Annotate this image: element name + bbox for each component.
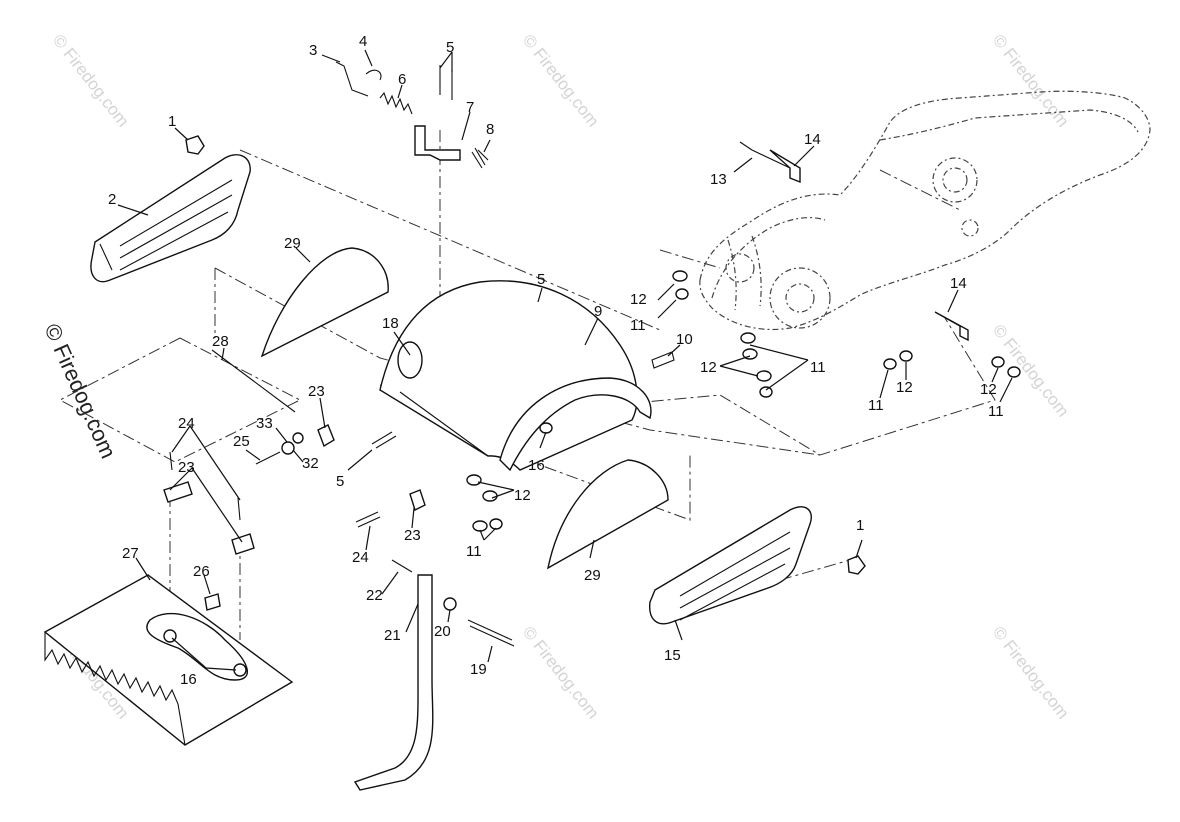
callout-5: 5 <box>537 271 545 288</box>
callout-7: 7 <box>466 99 474 116</box>
bracket-part-7 <box>414 125 461 161</box>
bolt-part-24 <box>169 451 173 471</box>
rod-part-28 <box>211 349 296 413</box>
callout-4: 4 <box>359 33 367 50</box>
shield-part-29 <box>260 247 389 358</box>
callout-18: 18 <box>382 315 399 332</box>
callout-9: 9 <box>594 303 602 320</box>
bolt-part-10 <box>651 351 675 369</box>
callout-29: 29 <box>584 567 601 584</box>
callout-14: 14 <box>804 131 821 148</box>
callout-12: 12 <box>700 359 717 376</box>
bolts-part-5 <box>439 65 453 100</box>
callout-14: 14 <box>950 275 967 292</box>
control-linkage <box>335 61 489 169</box>
callout-3: 3 <box>309 42 317 59</box>
callout-1: 1 <box>168 113 176 130</box>
callout-11: 11 <box>810 359 826 376</box>
callout-5: 5 <box>446 39 454 56</box>
bolt-part-13 <box>739 141 791 169</box>
callout-5: 5 <box>336 473 344 490</box>
callout-20: 20 <box>434 623 451 640</box>
bracket-part-14 <box>934 311 969 342</box>
callout-26: 26 <box>193 563 210 580</box>
callout-12: 12 <box>896 379 913 396</box>
callout-10: 10 <box>676 331 693 348</box>
callout-11: 11 <box>868 397 884 414</box>
clip-part-23 <box>231 533 255 555</box>
nut-part-1 <box>847 555 866 575</box>
callout-11: 11 <box>630 317 646 334</box>
callout-23: 23 <box>178 459 195 476</box>
callout-19: 19 <box>470 661 487 678</box>
callout-29: 29 <box>284 235 301 252</box>
bolt-part-24 <box>237 497 241 521</box>
watermark: © Firedog.com <box>989 623 1073 723</box>
bolt-part-22 <box>391 559 413 573</box>
watermark: © Firedog.com <box>49 31 133 131</box>
callout-33: 33 <box>256 415 273 432</box>
callout-6: 6 <box>398 71 406 88</box>
pin-part-19 <box>467 619 515 647</box>
bolt-part-24 <box>355 511 381 528</box>
washer-part-20 <box>443 597 457 611</box>
callout-23: 23 <box>404 527 421 544</box>
callout-27: 27 <box>122 545 139 562</box>
pin-part-25 <box>255 451 281 465</box>
tab-part-26 <box>204 593 221 611</box>
side-watermark: © Firedog.com <box>39 320 121 462</box>
washer-part-32 <box>292 432 304 444</box>
callout-24: 24 <box>352 549 369 566</box>
leader-lines <box>117 49 1013 671</box>
nut-part-1 <box>185 135 205 155</box>
watermark: © Firedog.com <box>519 31 603 131</box>
clip-part-23 <box>163 481 193 503</box>
callout-1: 1 <box>856 517 864 534</box>
callout-23: 23 <box>308 383 325 400</box>
spring-part-6 <box>379 91 413 115</box>
callout-2: 2 <box>108 191 116 208</box>
bolt-part-5 <box>371 431 397 449</box>
callout-15: 15 <box>664 647 681 664</box>
depth-bar-part-21 <box>353 574 434 791</box>
screw-part-8 <box>471 147 489 169</box>
callout-labels: 1 1 2 3 4 5 5 5 6 7 8 9 10 11 11 11 11 1… <box>108 33 1004 688</box>
callout-16: 16 <box>528 457 545 474</box>
tiller-frame-ghost <box>699 90 1151 331</box>
shield-part-29 <box>547 459 669 570</box>
hardware-11-12 <box>466 270 1021 532</box>
callout-22: 22 <box>366 587 383 604</box>
callout-12: 12 <box>630 291 647 308</box>
callout-13: 13 <box>710 171 727 188</box>
watermark: © Firedog.com <box>519 623 603 723</box>
callout-12: 12 <box>514 487 531 504</box>
flap-part-27 <box>43 574 294 746</box>
side-panel-part-2 <box>90 154 251 283</box>
clip-part-23 <box>409 489 426 511</box>
callout-32: 32 <box>302 455 319 472</box>
side-panel-part-15 <box>649 506 812 625</box>
callout-11: 11 <box>466 543 482 560</box>
clip-part-23 <box>317 424 335 448</box>
callout-21: 21 <box>384 627 401 644</box>
callout-12: 12 <box>980 381 997 398</box>
hood-part-9 <box>379 280 652 472</box>
clip-part-4 <box>365 69 382 81</box>
callout-28: 28 <box>212 333 229 350</box>
callout-16: 16 <box>180 671 197 688</box>
watermark: © Firedog.com <box>989 31 1073 131</box>
callout-8: 8 <box>486 121 494 138</box>
callout-24: 24 <box>178 415 195 432</box>
callout-25: 25 <box>233 433 250 450</box>
washer-part-33 <box>281 441 295 455</box>
callout-11: 11 <box>988 403 1004 420</box>
rod-part-3 <box>335 61 369 97</box>
